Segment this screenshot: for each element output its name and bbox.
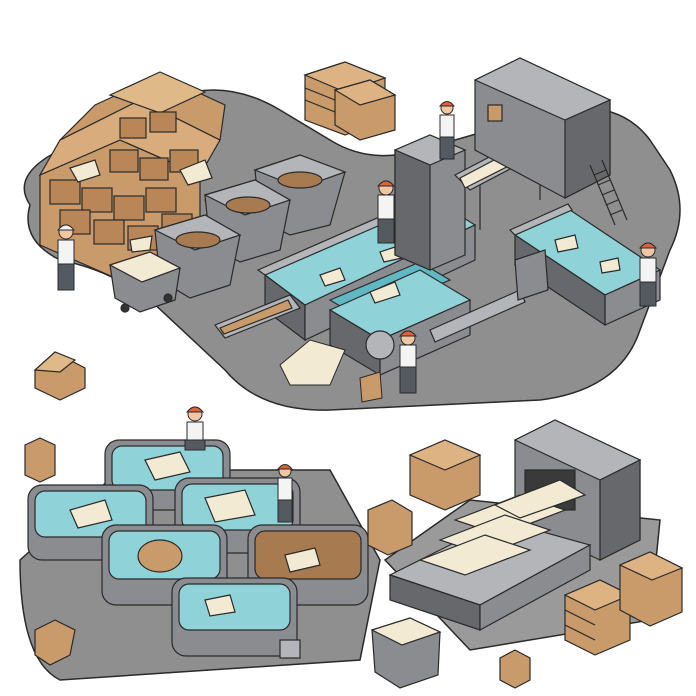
pulp-machine-tower [393,134,467,271]
ladder [589,159,628,226]
worker-6 [184,406,206,451]
drying-press-bed [388,479,592,632]
open-box-left [33,351,86,401]
box-stack-mid [367,439,482,556]
bin-bottom [370,617,442,689]
scrap-bins [108,154,347,313]
box-stack-right-2 [618,551,684,627]
worker-1 [56,224,76,291]
worker-4 [638,242,658,307]
processing-building [473,57,612,199]
tank-6 [171,577,298,657]
tank-4 [101,524,228,606]
soaking-tanks [27,439,369,659]
drain-pipe [279,639,301,659]
worker-5 [398,330,418,394]
worker-2 [376,180,396,244]
worker-3 [438,101,456,160]
small-conveyor-left [214,294,301,339]
flattened-box-stack-top [303,61,397,141]
cart-bin [108,251,182,313]
small-box-lower-left [24,437,531,689]
pulp-spill [279,339,383,403]
cardboard-box-pile [38,71,233,281]
box-stack-right-1 [563,579,632,656]
pipe [365,249,549,360]
worker-7 [276,464,294,523]
